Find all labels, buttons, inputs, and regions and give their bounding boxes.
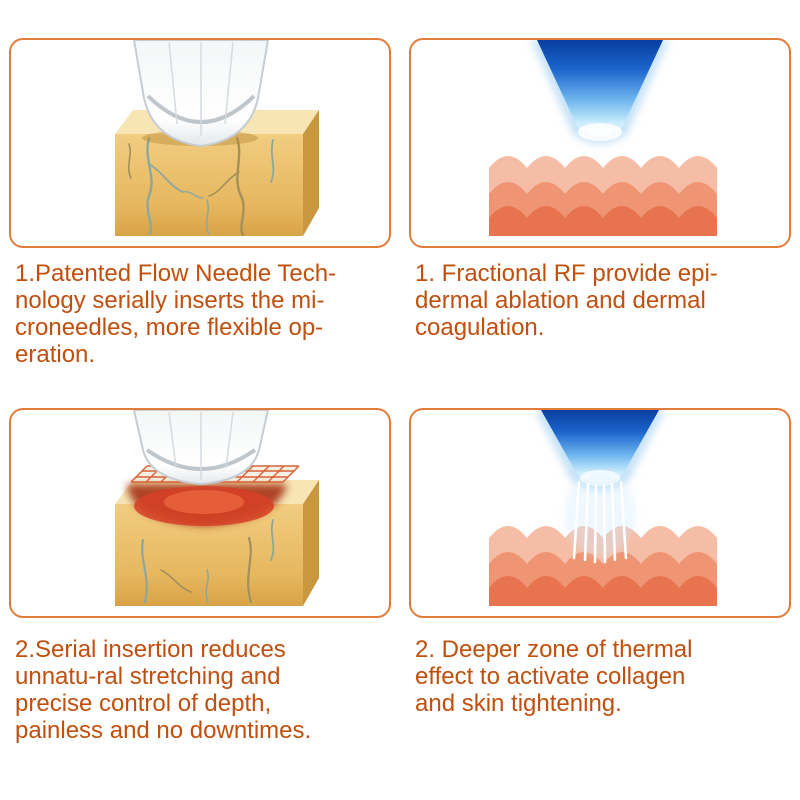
panel-flow-needle: 1.Patented Flow Needle Tech- nology seri… — [0, 0, 400, 400]
microneedles — [564, 472, 636, 564]
handpiece — [132, 410, 270, 486]
heated-zone — [127, 484, 287, 526]
handpiece — [132, 40, 270, 148]
skin-layers — [489, 526, 717, 606]
skin-cracks — [127, 136, 275, 237]
panel-serial-insertion: 2.Serial insertion reduces unnatu-ral st… — [0, 400, 400, 800]
serial-insertion-caption: 2.Serial insertion reduces unnatu-ral st… — [15, 636, 312, 744]
flow-needle-figure — [9, 38, 391, 248]
skin-layers — [489, 156, 717, 236]
fractional-rf-caption: 1. Fractional RF provide epi- dermal abl… — [415, 260, 718, 341]
panel-deeper-zone: 2. Deeper zone of thermal effect to acti… — [400, 400, 800, 800]
skin-cracks — [141, 519, 275, 604]
serial-insertion-figure — [9, 408, 391, 618]
panel-fractional-rf: 1. Fractional RF provide epi- dermal abl… — [400, 0, 800, 400]
flow-needle-caption: 1.Patented Flow Needle Tech- nology seri… — [15, 260, 337, 368]
deeper-zone-figure — [409, 408, 791, 618]
fractional-rf-figure — [409, 38, 791, 248]
flow-needle-illustration — [115, 40, 319, 237]
rf-needles-illustration — [489, 410, 717, 606]
rf-beam-illustration — [489, 40, 717, 236]
deeper-zone-caption: 2. Deeper zone of thermal effect to acti… — [415, 636, 693, 717]
rf-beam — [531, 40, 669, 144]
needle-grid-illustration — [115, 410, 319, 606]
